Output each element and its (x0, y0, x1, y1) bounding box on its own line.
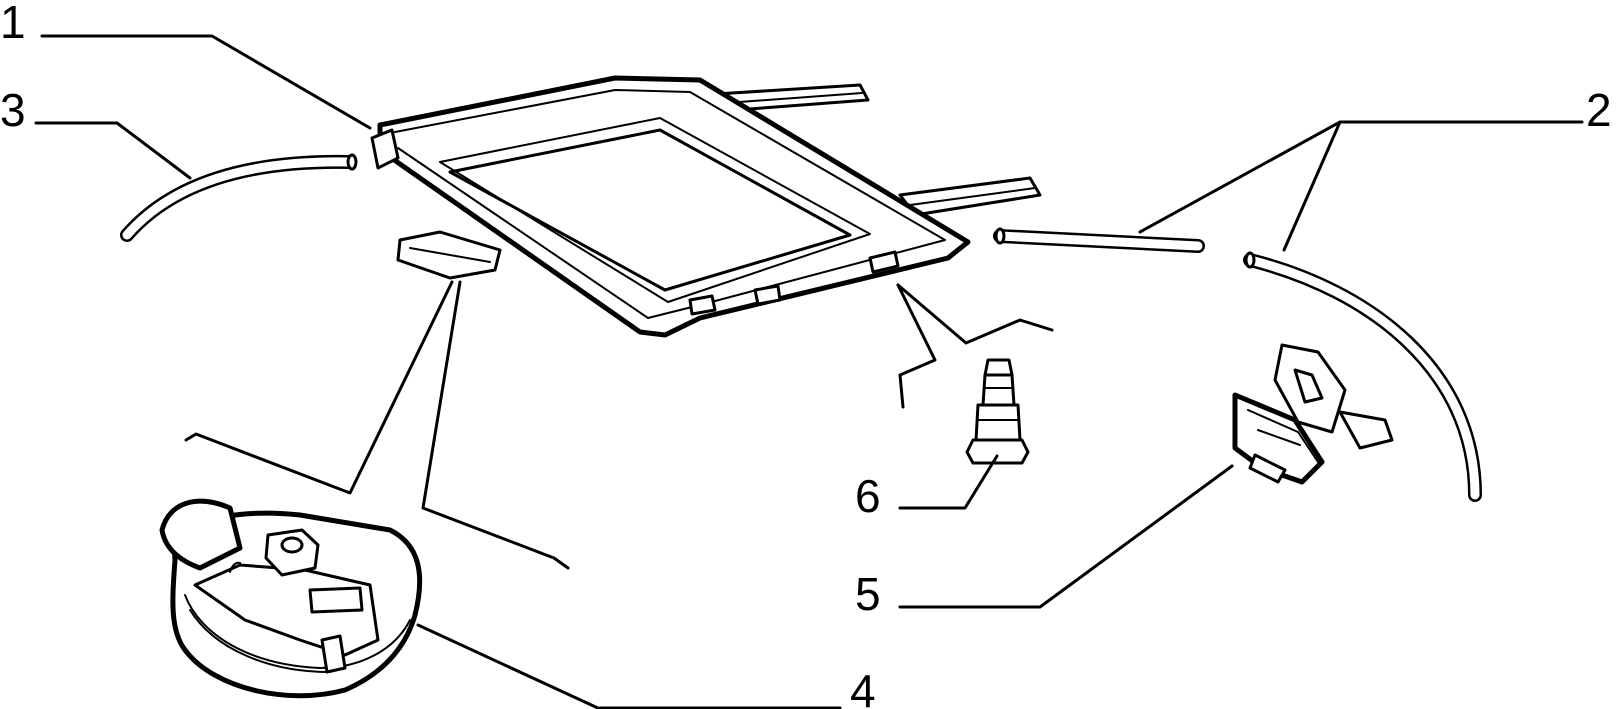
leader-3 (34, 121, 192, 180)
sunroof-motor (159, 498, 423, 699)
leader-frame-clip-b (896, 283, 1054, 345)
drain-hose-left (120, 153, 358, 242)
frame-clip-mid (688, 294, 717, 316)
frame-opening (448, 128, 852, 292)
sunroof-frame (370, 75, 1042, 338)
bolt (965, 358, 1030, 465)
frame-clip-mid2 (753, 284, 782, 306)
leader-4a (184, 280, 454, 495)
mounting-bracket (1232, 343, 1394, 485)
callout-2: 2 (1586, 84, 1612, 136)
leader-4b (421, 280, 570, 570)
callout-5: 5 (855, 568, 881, 620)
leader-4c (416, 623, 602, 709)
callout-4: 4 (850, 665, 876, 709)
leader-2b (1282, 120, 1342, 252)
frame-clip-right (868, 250, 900, 274)
callout-1: 1 (0, 0, 26, 48)
leader-5 (898, 464, 1234, 609)
leader-1 (40, 34, 372, 130)
callout-3: 3 (0, 84, 26, 136)
frame-tab-left (370, 128, 400, 170)
leader-frame-clip-a (896, 283, 937, 409)
leader-6 (898, 454, 999, 510)
callout-6: 6 (855, 470, 881, 522)
drain-hose-right-long (1243, 251, 1482, 502)
frame-middle-edge (394, 89, 946, 319)
leader-2a (1138, 120, 1584, 234)
drain-hose-right-short (993, 227, 1205, 253)
